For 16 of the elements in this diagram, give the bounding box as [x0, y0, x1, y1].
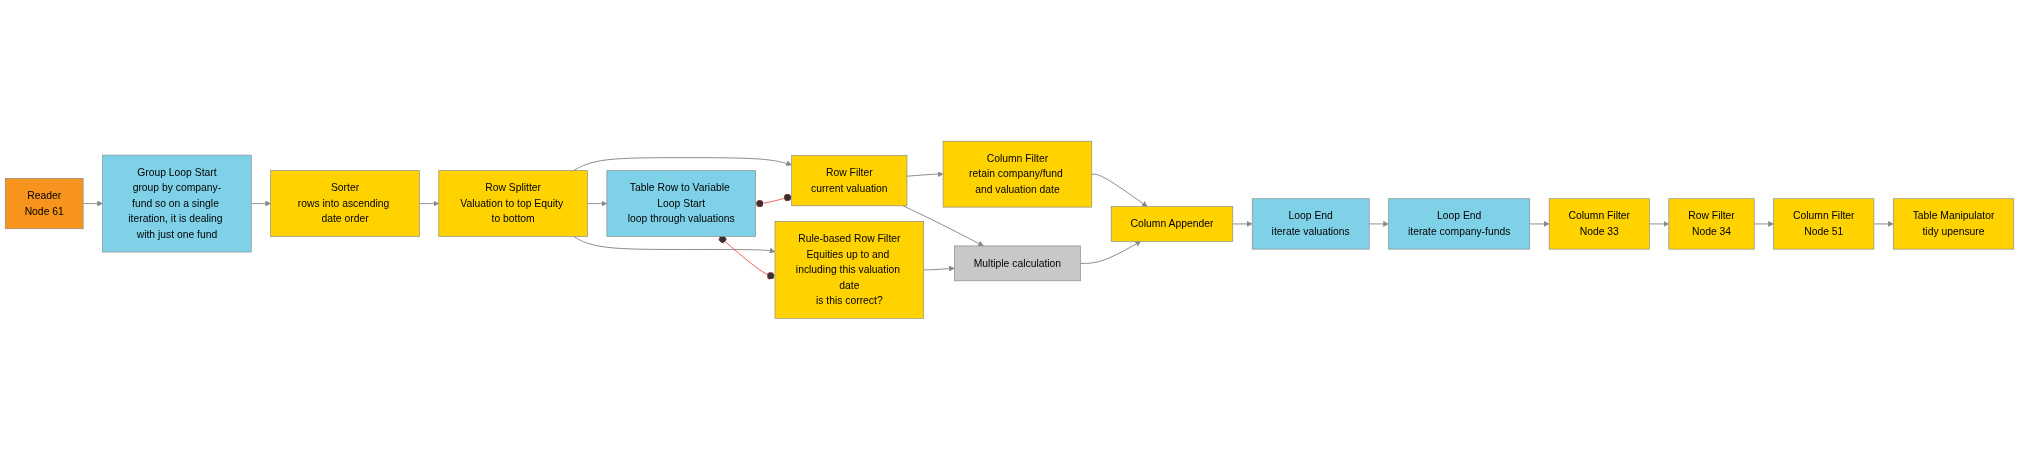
node-box: Sorter rows into ascending date order [270, 170, 420, 237]
node-box: Table Row to Variable Loop Start loop through valuations [606, 170, 756, 237]
node-box: Group Loop Start group by company-fund so on a single iteration, it is dealing with just one fund [102, 154, 252, 253]
node-box: Row Filter current valuation [791, 154, 908, 206]
node-box: Row Filter Node 34 [1668, 198, 1755, 250]
node-box: Multiple calculation [954, 245, 1081, 281]
node-box: Rule-based Row Filter Equities up to and including this valuation date is this correct? [774, 220, 924, 319]
node-box: Column Filter Node 51 [1773, 198, 1875, 250]
node-box: Loop End iterate company-funds [1388, 198, 1531, 250]
node-box: Column Filter retain company/fund and valuation date [942, 140, 1093, 208]
node-box: Reader Node 61 [4, 177, 84, 229]
node-box: Loop End iterate valuations [1251, 198, 1370, 250]
node-box: Column Appender [1110, 205, 1234, 242]
node-box: Column Filter Node 33 [1548, 198, 1650, 250]
node-box: Table Manipulator tidy upensure [1892, 198, 2015, 250]
node-box: Row Splitter Valuation to top Equity to bottom [438, 170, 588, 237]
